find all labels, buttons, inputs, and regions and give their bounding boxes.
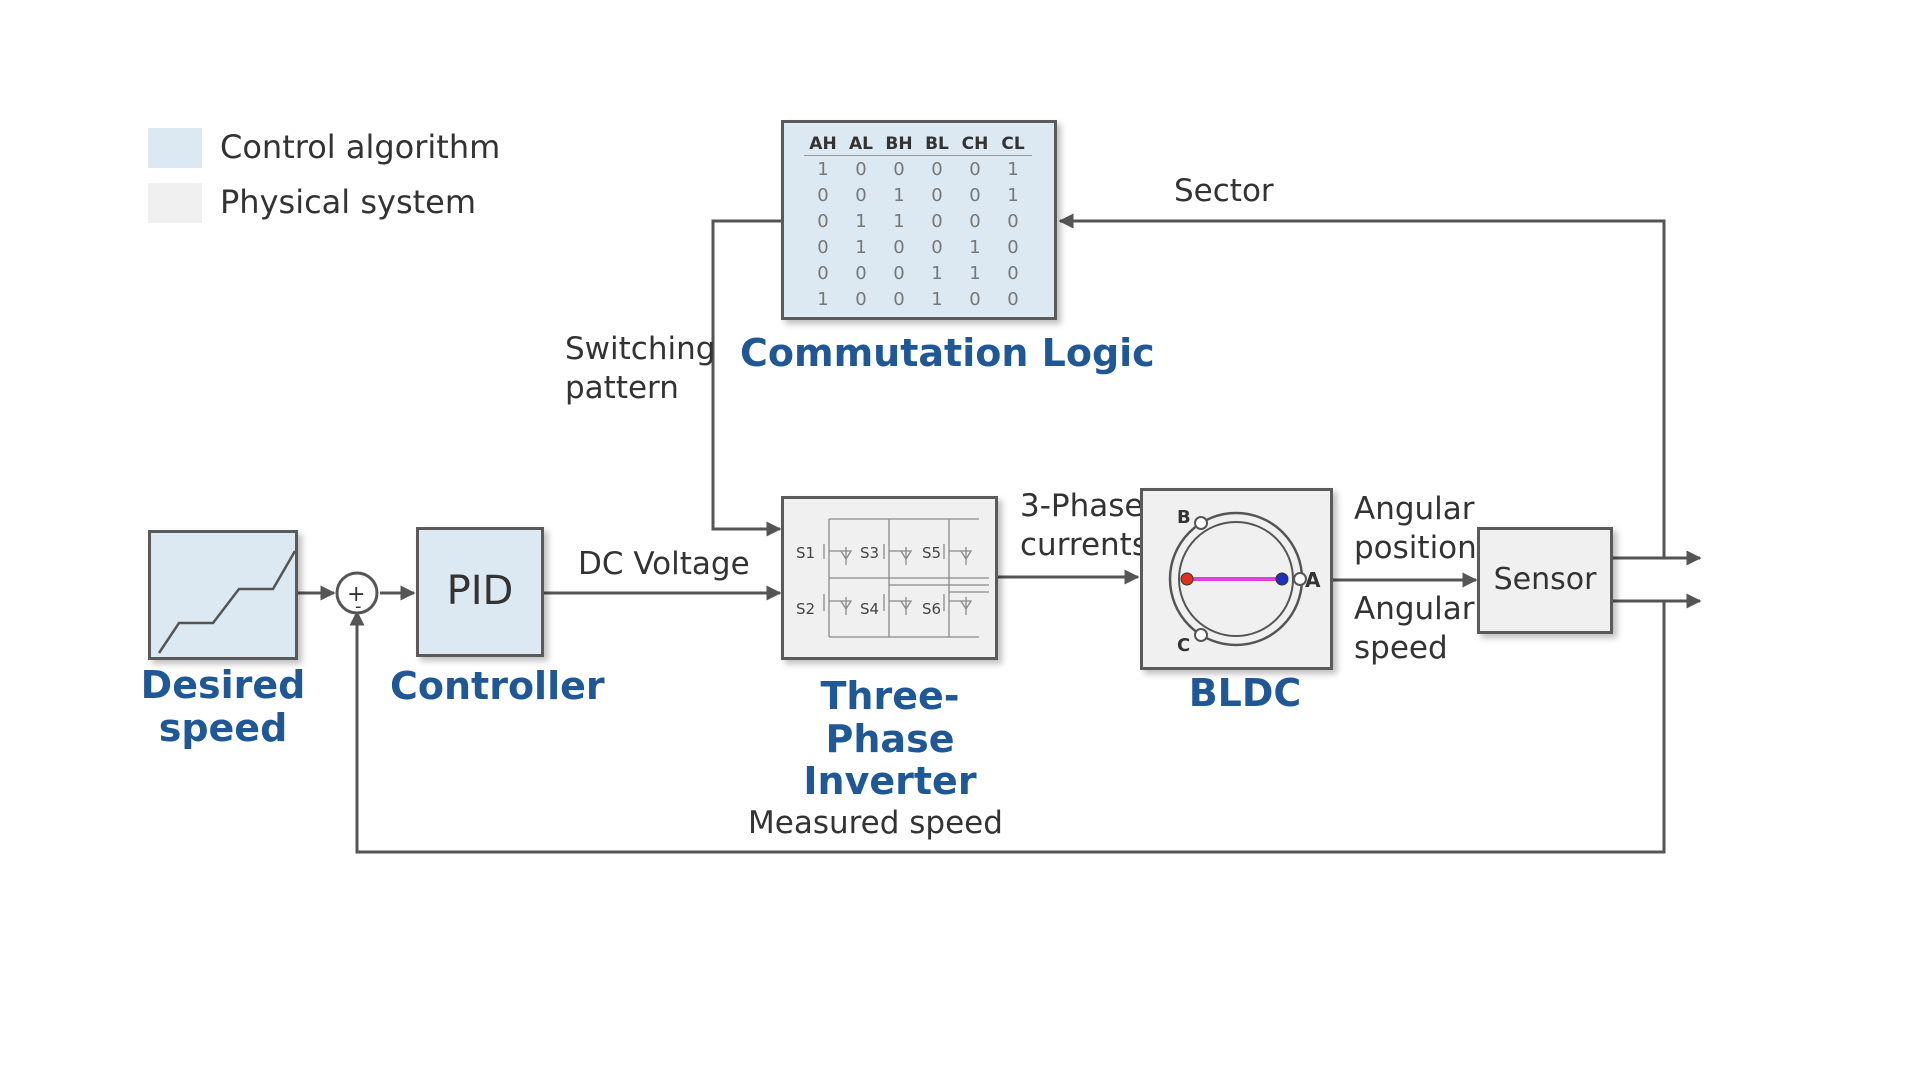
switch-label: S5	[922, 544, 941, 562]
switching-pattern-label: Switching pattern	[565, 331, 716, 406]
truth-cell: 0	[1007, 210, 1019, 232]
truth-cell: 0	[969, 158, 981, 180]
sector-label: Sector	[1174, 173, 1274, 209]
phase-c-label: C	[1177, 635, 1190, 656]
pid-label: PID	[446, 568, 514, 614]
switch-label: S6	[922, 600, 941, 618]
wire-switching	[711, 219, 782, 537]
commutation-truth-table: AH AL BH BL CH CL 1 0 0 0 0 1	[804, 133, 1032, 312]
phase-b-label: B	[1177, 507, 1191, 528]
truth-cell: 0	[931, 184, 943, 206]
desired-speed-title: Desired speed	[133, 664, 313, 749]
truth-cell: 0	[855, 288, 867, 310]
truth-cell: 0	[931, 236, 943, 258]
truth-cell: 0	[817, 210, 829, 232]
dc-voltage-label: DC Voltage	[578, 546, 750, 582]
truth-cell: 0	[931, 210, 943, 232]
sum-minus: -	[355, 596, 362, 617]
truth-cell: 0	[817, 236, 829, 258]
truth-header: BL	[918, 133, 956, 156]
truth-cell: 1	[1007, 184, 1019, 206]
truth-cell: 0	[893, 288, 905, 310]
legend-physical-label: Physical system	[220, 183, 477, 221]
sensor-label: Sensor	[1493, 562, 1597, 597]
truth-cell: 0	[893, 262, 905, 284]
truth-cell: 1	[855, 210, 867, 232]
three-phase-inverter-block[interactable]: S1 S3 S5 S2 S4 S6	[781, 496, 998, 660]
sum-plus: +	[347, 582, 365, 607]
measured-speed-label: Measured speed	[748, 805, 1003, 841]
inverter-schematic-icon: S1 S3 S5 S2 S4 S6	[796, 518, 989, 638]
switch-label: S2	[796, 600, 815, 618]
truth-table-row: 1 0 0 1 0 0	[804, 286, 1032, 312]
truth-cell: 1	[855, 236, 867, 258]
truth-cell: 1	[893, 210, 905, 232]
truth-header: AL	[842, 133, 880, 156]
switch-label: S3	[860, 544, 879, 562]
switch-label: S1	[796, 544, 815, 562]
truth-cell: 0	[1007, 288, 1019, 310]
desired-speed-block[interactable]	[148, 530, 298, 660]
phase-a-label: A	[1305, 568, 1321, 592]
truth-cell: 0	[855, 158, 867, 180]
truth-cell: 1	[931, 262, 943, 284]
truth-cell: 0	[855, 262, 867, 284]
commutation-logic-title: Commutation Logic	[740, 331, 1155, 375]
controller-title: Controller	[390, 664, 605, 708]
bldc-title: BLDC	[1188, 671, 1302, 715]
commutation-logic-block[interactable]: AH AL BH BL CH CL 1 0 0 0 0 1	[781, 120, 1057, 320]
truth-header: CH	[956, 133, 994, 156]
truth-cell: 0	[969, 184, 981, 206]
desired-speed-title-text: Desired speed	[140, 663, 306, 750]
truth-table-header-row: AH AL BH BL CH CL	[804, 133, 1032, 156]
three-phase-currents-label: 3-Phase currents	[1020, 488, 1148, 563]
bldc-block[interactable]: A B C	[1140, 488, 1333, 670]
truth-cell: 0	[1007, 236, 1019, 258]
truth-cell: 1	[931, 288, 943, 310]
truth-header: BH	[880, 133, 918, 156]
truth-cell: 0	[893, 236, 905, 258]
truth-cell: 0	[817, 184, 829, 206]
truth-cell: 1	[969, 236, 981, 258]
truth-cell: 1	[817, 288, 829, 310]
inverter-title: Three-Phase Inverter	[803, 674, 977, 804]
sensor-block[interactable]: Sensor	[1477, 527, 1613, 634]
truth-table-row: 0 1 0 0 1 0	[804, 234, 1032, 260]
truth-table-row: 0 0 0 1 1 0	[804, 260, 1032, 286]
truth-cell: 0	[931, 158, 943, 180]
truth-cell: 0	[855, 184, 867, 206]
truth-cell: 0	[817, 262, 829, 284]
truth-header: CL	[994, 133, 1032, 156]
truth-cell: 1	[969, 262, 981, 284]
switch-label: S4	[860, 600, 879, 618]
pid-block[interactable]: PID	[416, 527, 544, 657]
wire-measured-speed	[349, 601, 1666, 854]
legend-control-swatch	[148, 128, 202, 168]
legend-control-label: Control algorithm	[220, 128, 501, 166]
truth-cell: 1	[1007, 158, 1019, 180]
truth-table-row: 0 0 1 0 0 1	[804, 182, 1032, 208]
truth-cell: 0	[1007, 262, 1019, 284]
truth-header: AH	[804, 133, 842, 156]
truth-cell: 0	[969, 210, 981, 232]
angular-speed-label: Angular speed	[1354, 591, 1475, 666]
truth-cell: 0	[893, 158, 905, 180]
legend-physical-swatch	[148, 183, 202, 223]
truth-table-row: 0 1 1 0 0 0	[804, 208, 1032, 234]
wire-sector	[1058, 213, 1666, 558]
truth-cell: 0	[969, 288, 981, 310]
truth-cell: 1	[893, 184, 905, 206]
motor-icon: A B C	[1168, 507, 1321, 656]
truth-table-row: 1 0 0 0 0 1	[804, 156, 1032, 183]
ramp-icon	[157, 550, 295, 654]
angular-position-label: Angular position	[1354, 491, 1477, 566]
truth-cell: 1	[817, 158, 829, 180]
sum-junction[interactable]: + -	[334, 570, 382, 618]
